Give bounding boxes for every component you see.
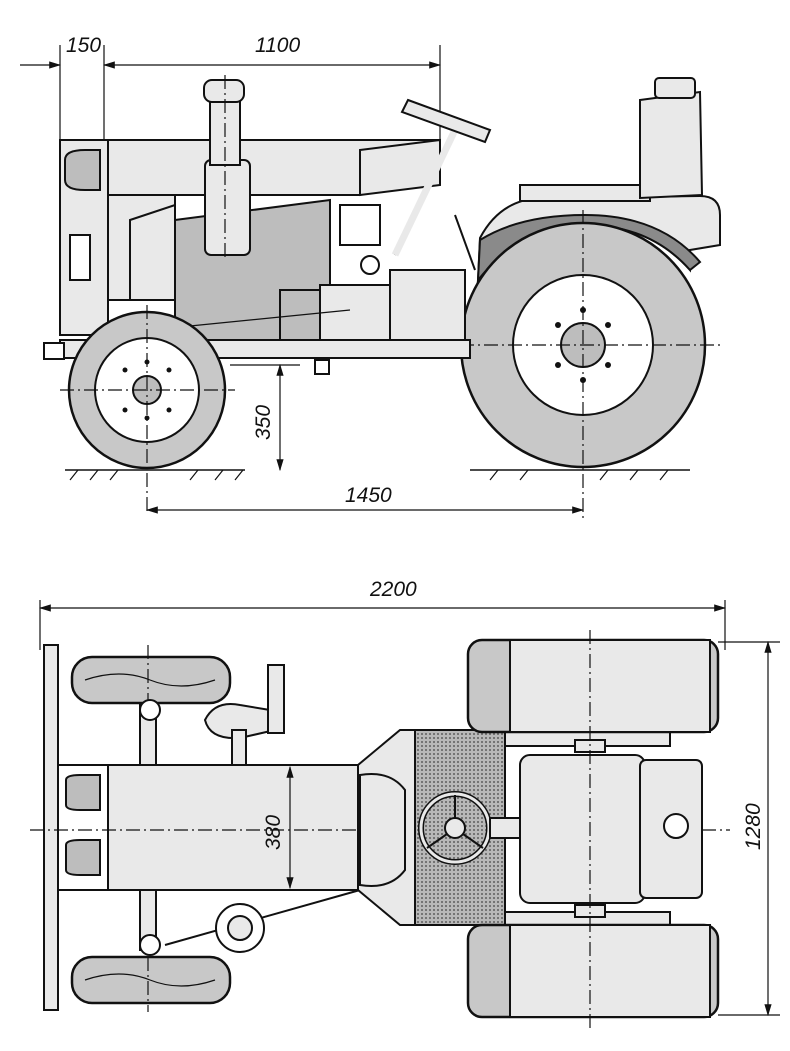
seat-cushion [519, 184, 651, 202]
dimension-overall-width: 1280 [718, 640, 780, 1017]
headlight [64, 149, 101, 191]
dim-hood-length-label: 1100 [255, 34, 300, 57]
dim-overall-width-label: 1280 [742, 803, 765, 850]
side-view: 150 1100 [20, 34, 721, 520]
top-view: 2200 380 [30, 578, 780, 1030]
steering-wheel-top [418, 791, 521, 865]
dim-overall-length-label: 2200 [369, 578, 417, 601]
dim-ground-clearance-label: 350 [252, 405, 275, 440]
air-filter [204, 159, 251, 256]
dimension-wheelbase: 1450 [145, 484, 585, 514]
dimension-ground-clearance: 350 [230, 363, 300, 472]
seat-back [639, 90, 704, 200]
exhaust-cap [203, 79, 245, 103]
gauge-panel [339, 204, 381, 246]
rear-tyre-right [466, 923, 720, 1019]
ground-hatch [65, 469, 690, 481]
front-wheel [60, 305, 235, 515]
dim-wheelbase-label: 1450 [345, 484, 392, 507]
dimension-overall-length: 2200 [38, 578, 727, 650]
fuel-cap [654, 77, 696, 99]
steering-wheel [400, 98, 492, 144]
dim-frame-width-label: 380 [262, 815, 285, 850]
rear-gearbox [519, 754, 646, 904]
dimension-frame-width: 380 [262, 765, 294, 890]
dim-front-overhang-label: 150 [66, 34, 101, 57]
rear-tyre-left [466, 638, 720, 734]
front-bumper [43, 644, 59, 1011]
rear-wheel [459, 210, 720, 520]
dimension-front-overhang: 150 [20, 34, 442, 160]
dimension-hood-length: 1100 [255, 34, 300, 57]
